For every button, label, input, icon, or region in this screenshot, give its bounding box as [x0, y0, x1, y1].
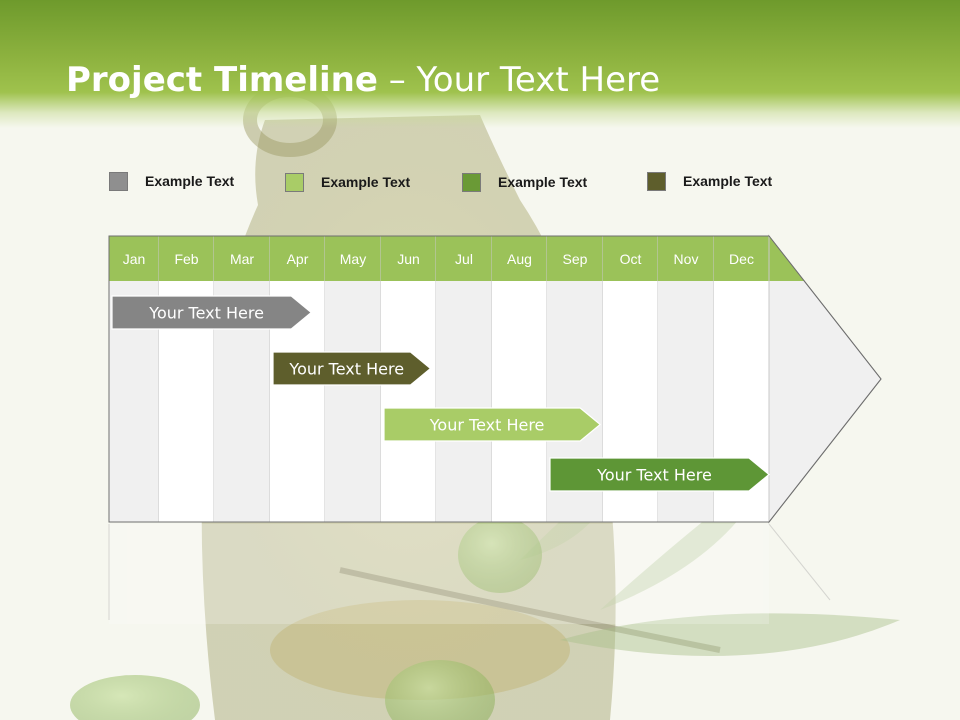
month-column — [381, 281, 436, 522]
legend-item-4: Example Text — [647, 171, 772, 191]
month-header-cell — [270, 236, 325, 281]
task-arrow-shape — [272, 351, 432, 386]
month-header-cell — [492, 236, 547, 281]
legend-swatch-green — [462, 172, 481, 192]
task-label: Your Text Here — [596, 466, 712, 485]
legend-label: Example Text — [145, 173, 235, 189]
task-bar-4: Your Text Here — [549, 457, 770, 492]
task-label: Your Text Here — [429, 416, 545, 435]
timeline-reflection — [108, 523, 831, 624]
legend-swatch-light-green — [285, 172, 304, 192]
task-label: Your Text Here — [288, 360, 404, 379]
month-column — [325, 281, 381, 522]
month-label: Jun — [397, 251, 420, 267]
month-header-cell — [603, 236, 658, 281]
month-header-cell — [325, 236, 381, 281]
month-label: Nov — [674, 251, 699, 267]
month-header-cell — [436, 236, 492, 281]
month-label: Apr — [287, 251, 309, 267]
month-header-cell — [381, 236, 436, 281]
legend-label: Example Text — [683, 173, 773, 189]
task-bar-1: Your Text Here — [111, 295, 313, 330]
title-bold-part: Project Timeline — [66, 60, 378, 100]
month-label: Sep — [563, 251, 588, 267]
month-header-cell — [714, 236, 769, 281]
reflection-body — [109, 524, 769, 624]
month-label: Jan — [123, 251, 146, 267]
task-arrow-shape — [111, 295, 313, 330]
month-label: Feb — [174, 251, 198, 267]
header-band — [0, 0, 960, 128]
month-label: Oct — [620, 251, 642, 267]
timeline-frame — [108, 235, 882, 523]
legend-item-2: Example Text — [285, 172, 410, 192]
title-rest-part: – Your Text Here — [377, 60, 661, 100]
month-label: Jul — [455, 251, 473, 267]
month-header-cell — [658, 236, 714, 281]
month-header-cell — [159, 236, 214, 281]
task-arrow-shape — [383, 407, 602, 442]
legend-label: Example Text — [498, 174, 588, 190]
task-bar-2: Your Text Here — [272, 351, 432, 386]
month-header-cell — [109, 236, 159, 281]
legend-label: Example Text — [321, 174, 411, 190]
legend-item-1: Example Text — [109, 171, 234, 191]
month-header-cell — [547, 236, 603, 281]
month-column — [436, 281, 492, 522]
month-label: Mar — [230, 251, 254, 267]
task-bar-3: Your Text Here — [383, 407, 602, 442]
month-label: Aug — [507, 251, 532, 267]
month-label: Dec — [729, 251, 754, 267]
reflection-edge — [768, 523, 831, 601]
month-header-cell — [214, 236, 270, 281]
month-column — [492, 281, 547, 522]
month-label: May — [340, 251, 366, 267]
legend-item-3: Example Text — [462, 172, 587, 192]
legend-swatch-olive — [647, 171, 666, 191]
task-label: Your Text Here — [148, 304, 264, 323]
page-title: Project Timeline – Your Text Here — [66, 60, 660, 100]
legend-swatch-gray — [109, 171, 128, 191]
task-arrow-shape — [549, 457, 770, 492]
